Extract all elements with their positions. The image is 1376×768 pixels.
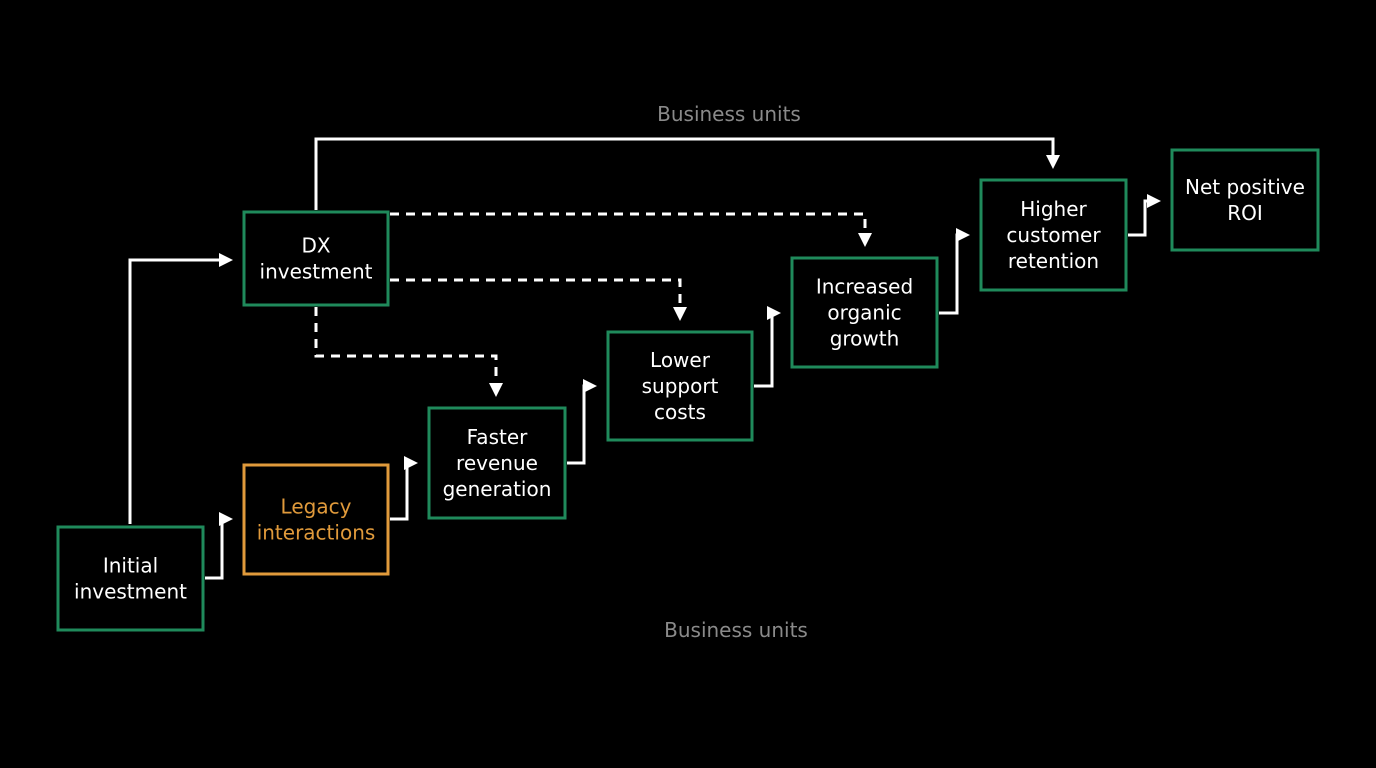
connectors-layer [128, 137, 1161, 580]
node-box [242, 210, 390, 307]
node-label-line: Higher [1020, 197, 1087, 221]
arrowhead-icon [767, 306, 781, 320]
connector-line [314, 307, 498, 386]
node-label-line: retention [1008, 249, 1099, 273]
connector-line [567, 384, 586, 465]
node-label-line: Net positive [1185, 175, 1305, 199]
connector-line [205, 519, 224, 580]
connector-support-to-organic [754, 306, 781, 388]
node-box [606, 330, 754, 442]
node-label-line: DX [301, 234, 330, 258]
arrowhead-icon [1147, 194, 1161, 208]
node-label-line: ROI [1227, 201, 1263, 225]
connector-legacy-to-revenue [390, 456, 418, 521]
node-label-line: generation [443, 477, 552, 501]
node-label-line: interactions [257, 521, 376, 545]
arrowhead-icon [583, 379, 597, 393]
nodes-layer: InitialinvestmentDXinvestmentLegacyinter… [56, 148, 1320, 632]
band-label-top: Business units [657, 102, 801, 126]
connector-dx-to-retention [314, 137, 1060, 210]
arrowhead-icon [1046, 155, 1060, 169]
connector-organic-to-retention [939, 228, 970, 315]
connector-dx-to-organic [390, 212, 872, 247]
node-box [979, 178, 1128, 292]
connector-line [390, 463, 409, 521]
connector-line [128, 258, 222, 524]
connector-dx-to-revenue [314, 307, 503, 397]
arrowhead-icon [956, 228, 970, 242]
arrowhead-icon [858, 233, 872, 247]
arrowhead-icon [404, 456, 418, 470]
node-label-line: Lower [650, 348, 711, 372]
connector-line [754, 311, 774, 388]
connector-line [390, 212, 867, 236]
band-label-bottom: Business units [664, 618, 808, 642]
connector-initial-to-dx [128, 253, 233, 524]
connector-line [390, 278, 682, 310]
node-box [56, 525, 205, 632]
node-label-line: Legacy [281, 495, 352, 519]
arrowhead-icon [489, 383, 503, 397]
node-label-line: revenue [456, 451, 538, 475]
node-box [427, 406, 567, 520]
node-label-line: costs [654, 400, 706, 424]
connector-retention-to-roi [1128, 194, 1161, 237]
node-box [1170, 148, 1320, 252]
node-label-line: customer [1006, 223, 1101, 247]
arrowhead-icon [219, 253, 233, 267]
connector-dx-to-support [390, 278, 687, 321]
node-box [790, 256, 939, 369]
arrowhead-icon [219, 512, 233, 526]
node-label-line: investment [260, 260, 373, 284]
node-label-line: Increased [816, 275, 913, 299]
node-box [242, 463, 390, 576]
node-label-line: support [642, 374, 719, 398]
connector-line [1128, 199, 1150, 237]
node-label-line: investment [74, 580, 187, 604]
node-label-line: growth [830, 327, 900, 351]
node-label-line: Initial [103, 554, 158, 578]
node-label-line: Faster [467, 425, 528, 449]
node-label-line: organic [827, 301, 901, 325]
connector-initial-to-legacy [205, 512, 233, 580]
connector-line [314, 137, 1055, 210]
connector-line [939, 233, 959, 315]
connector-revenue-to-support [567, 379, 597, 465]
arrowhead-icon [673, 307, 687, 321]
